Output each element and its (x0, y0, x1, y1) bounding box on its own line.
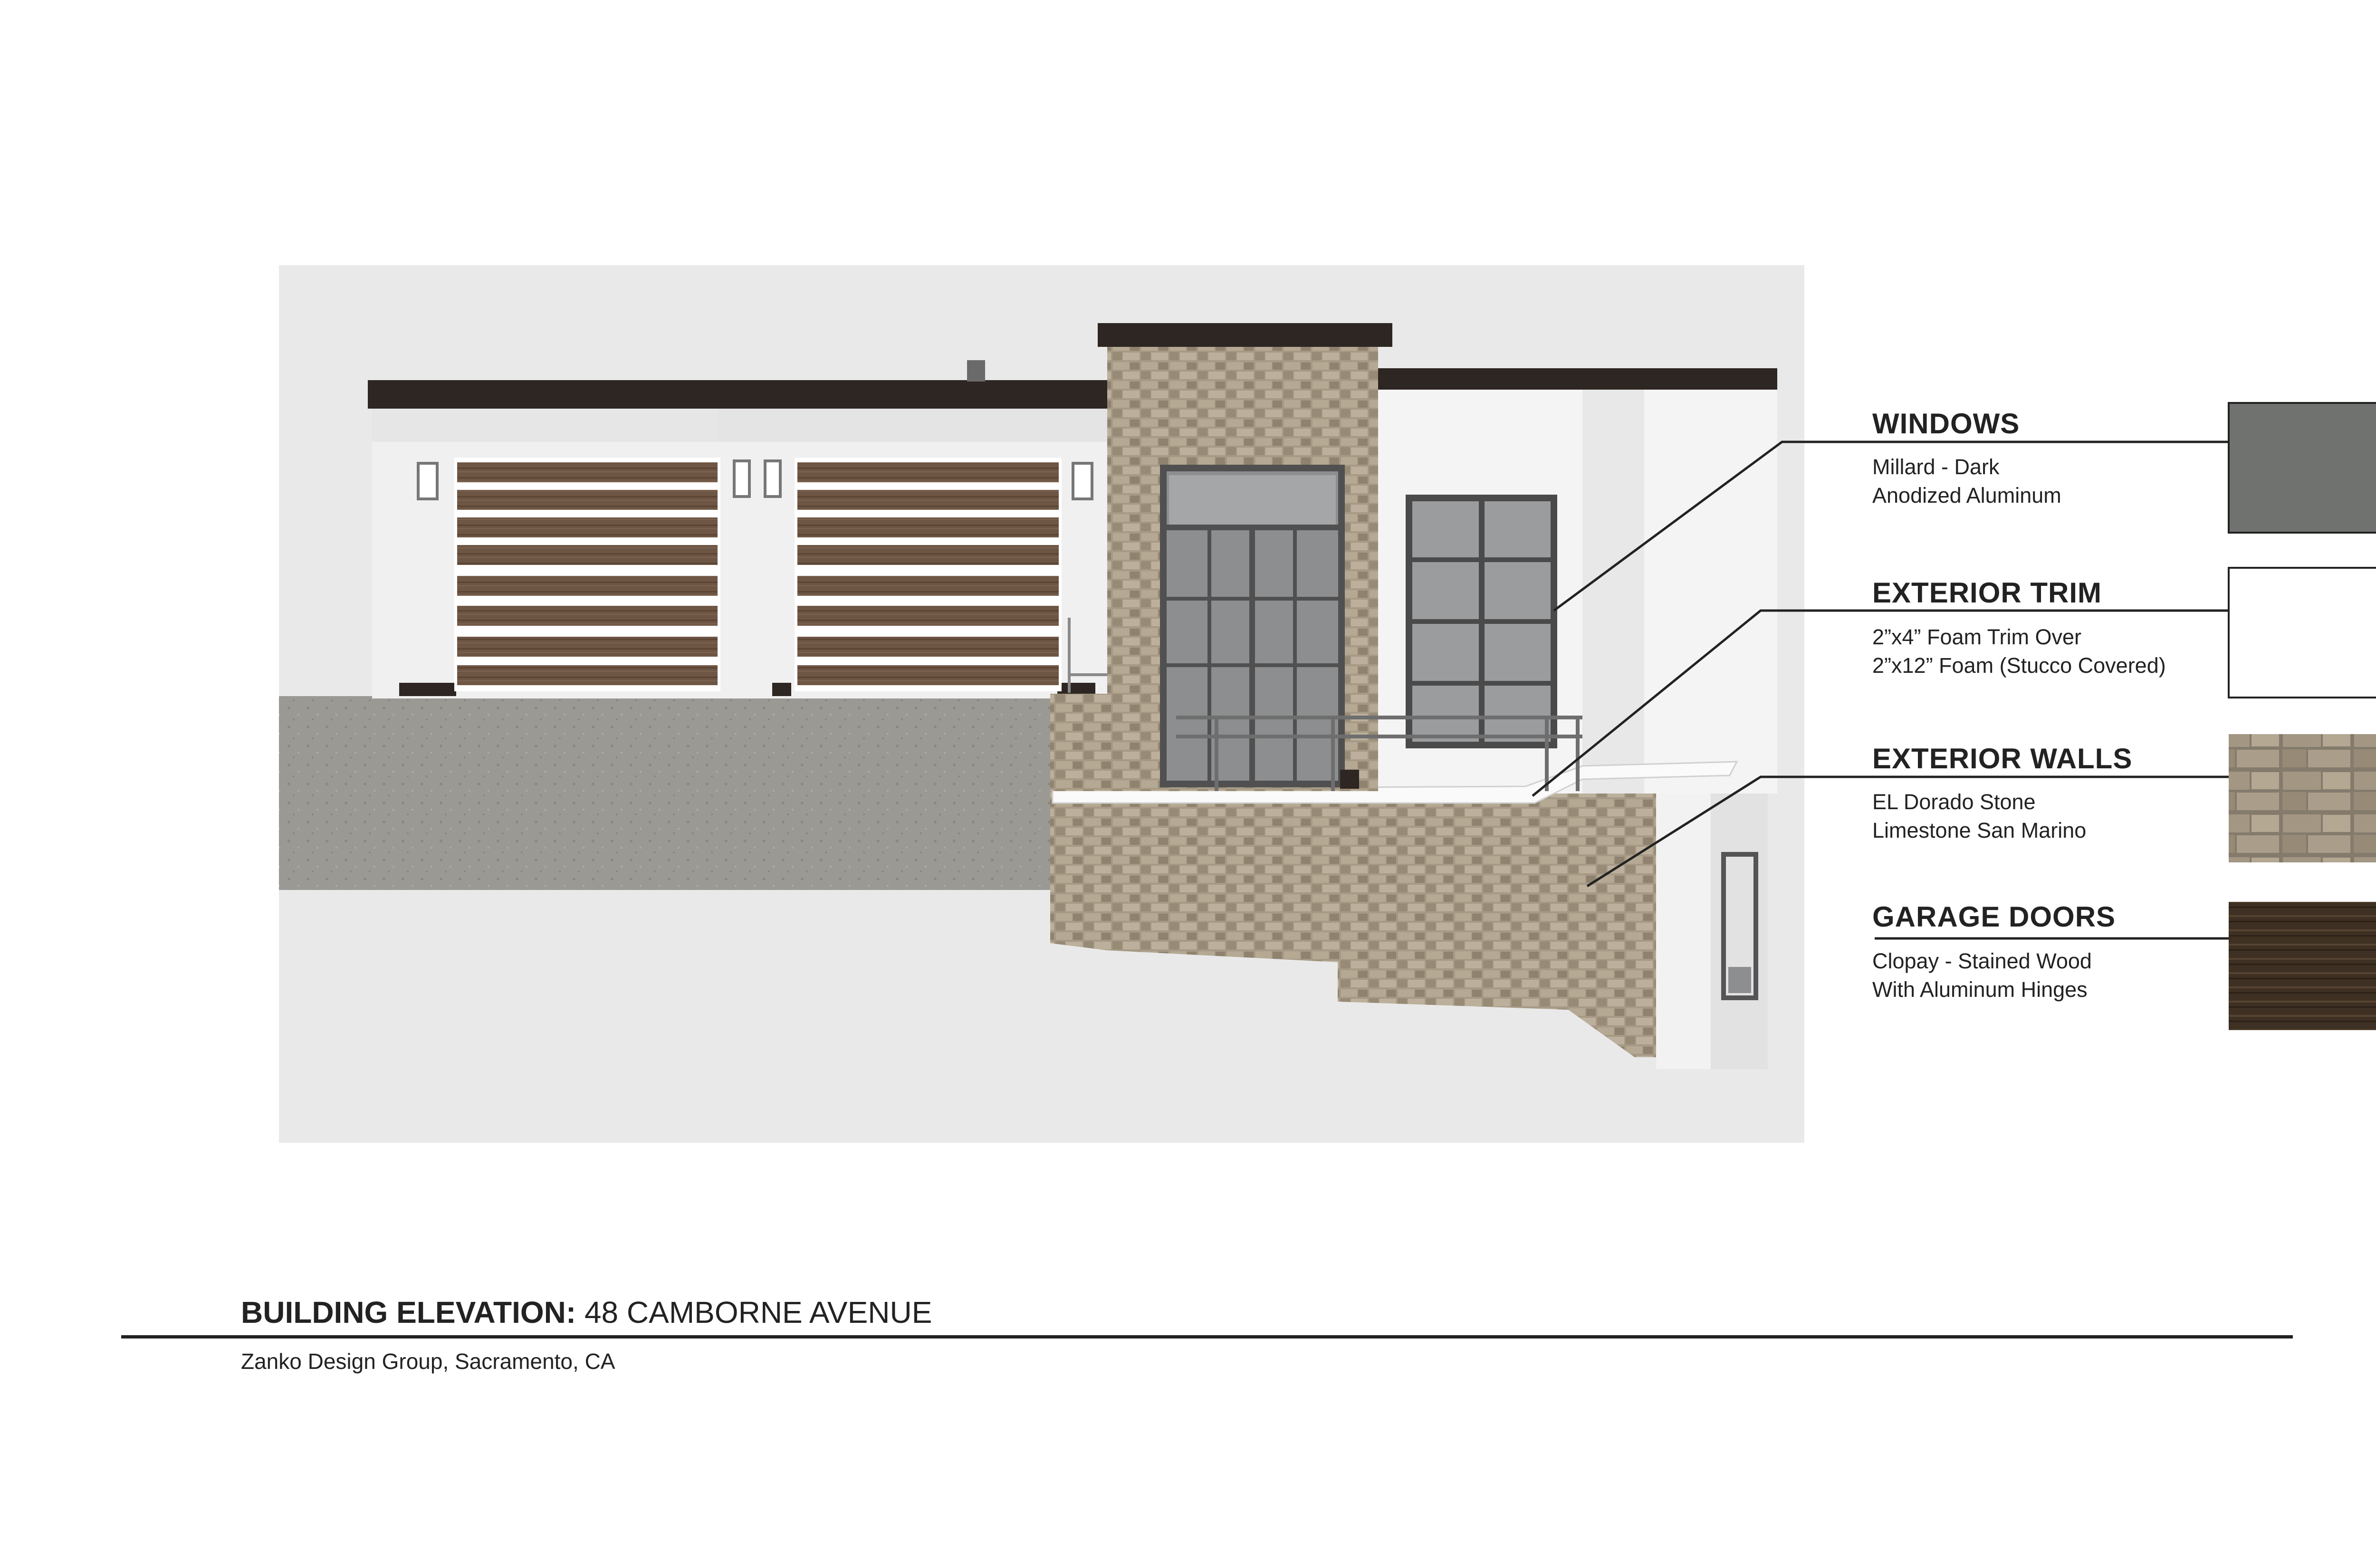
concrete-driveway (279, 696, 1058, 890)
entry-door (1160, 465, 1359, 789)
side-window (1406, 495, 1557, 748)
page-subtitle: Zanko Design Group, Sacramento, CA (241, 1349, 615, 1374)
legend-line: Limestone San Marino (1872, 818, 2087, 842)
balcony-railing (1176, 716, 1582, 791)
legend-line: With Aluminum Hinges (1872, 977, 2088, 1002)
footer-divider (121, 1335, 2293, 1339)
exterior-walls-swatch (2229, 734, 2376, 862)
exterior-trim-swatch (2228, 567, 2376, 698)
legend-title-exterior-trim: EXTERIOR TRIM (1872, 577, 2102, 609)
legend-title-exterior-walls: EXTERIOR WALLS (1872, 743, 2133, 774)
legend-line: 2”x12” Foam (Stucco Covered) (1872, 653, 2166, 678)
page-title-address: 48 CAMBORNE AVENUE (576, 1295, 932, 1329)
legend-title-garage-doors: GARAGE DOORS (1872, 901, 2116, 933)
legend-title-windows: WINDOWS (1872, 408, 2020, 440)
stone-retaining-wall (1050, 784, 1656, 1057)
right-wing-roof (1373, 368, 1777, 390)
small-column-window (1721, 852, 1758, 1000)
tower-roof-cap (1098, 323, 1392, 347)
page-title-label: BUILDING ELEVATION: (241, 1295, 576, 1329)
page-title: BUILDING ELEVATION: 48 CAMBORNE AVENUE (241, 1297, 932, 1328)
legend-line: 2”x4” Foam Trim Over (1872, 625, 2082, 649)
legend-line: Millard - Dark (1872, 455, 2000, 479)
exterior-trim-ledge (1052, 761, 1738, 804)
vent-pipe (967, 360, 985, 382)
legend-line: Anodized Aluminum (1872, 483, 2061, 507)
garage-door-right (795, 458, 1062, 691)
garage-roof (368, 380, 1140, 409)
windows-swatch (2228, 402, 2376, 534)
legend-line: EL Dorado Stone (1872, 790, 2036, 814)
callout-leader-lines (1532, 440, 2229, 940)
legend-line: Clopay - Stained Wood (1872, 949, 2092, 973)
garage-doors-swatch (2229, 902, 2376, 1030)
garage-door-left (454, 458, 720, 691)
